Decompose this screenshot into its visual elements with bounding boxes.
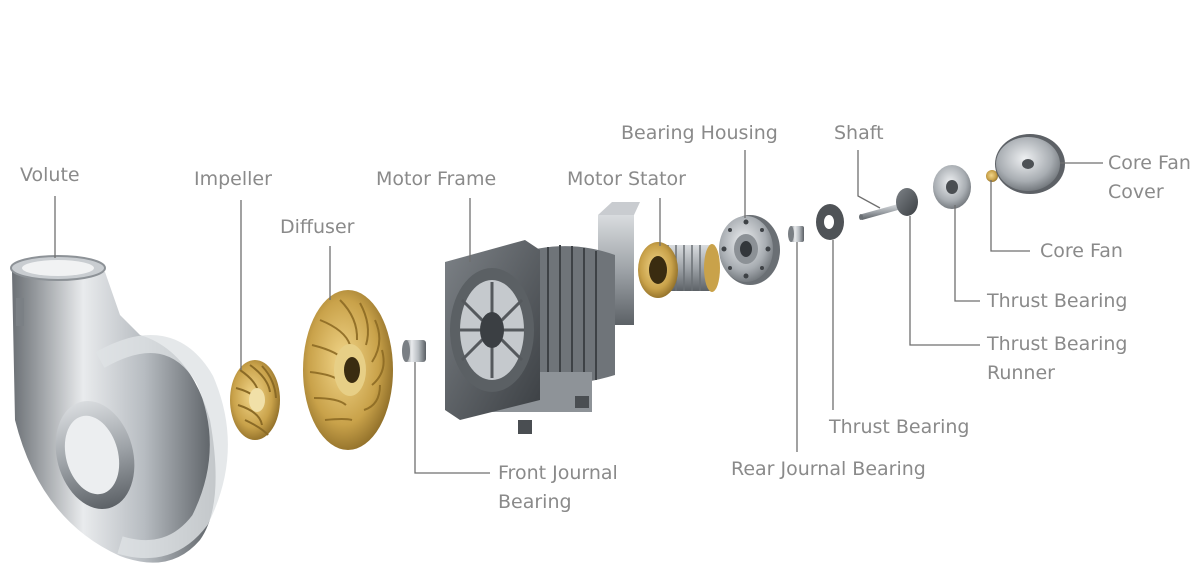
- diffuser-part: [303, 290, 393, 450]
- label-thrust-bearing-runner: Thrust Bearing Runner: [987, 330, 1127, 388]
- motor-frame-part: [445, 202, 640, 434]
- label-motor-stator: Motor Stator: [567, 168, 686, 190]
- label-diffuser: Diffuser: [280, 216, 355, 238]
- thrust-bearing-a-leader: [954, 205, 980, 302]
- label-thrust-bearing-b: Thrust Bearing: [829, 416, 970, 438]
- thrust-bearing-runner-leader: [909, 216, 980, 346]
- core-fan-cover-part: [995, 134, 1065, 194]
- front-journal-bearing-leader: [414, 362, 490, 474]
- label-volute: Volute: [20, 164, 80, 186]
- core-fan-part: [986, 170, 998, 182]
- thrust-bearing-a-part: [933, 165, 971, 209]
- impeller-part: [230, 360, 280, 440]
- motor-stator-part: [638, 242, 720, 298]
- label-front-journal-bearing-line1: Front Journal: [498, 462, 618, 484]
- label-thrust-bearing-a: Thrust Bearing: [987, 290, 1128, 312]
- label-shaft: Shaft: [834, 122, 884, 144]
- label-impeller: Impeller: [194, 168, 272, 190]
- label-thrust-bearing-runner-line2: Runner: [987, 362, 1055, 384]
- volute-part: [10, 255, 228, 563]
- label-bearing-housing: Bearing Housing: [621, 122, 778, 144]
- label-core-fan-cover-line2: Cover: [1108, 181, 1164, 203]
- rear-journal-bearing-part: [788, 226, 804, 242]
- label-motor-frame: Motor Frame: [376, 168, 497, 190]
- label-core-fan-cover: Core Fan Cover: [1108, 149, 1191, 207]
- thrust-bearing-b-part: [816, 204, 844, 240]
- label-thrust-bearing-runner-line1: Thrust Bearing: [987, 333, 1128, 355]
- label-front-journal-bearing-line2: Bearing: [498, 491, 572, 513]
- shaft-part: [859, 188, 918, 220]
- label-core-fan-cover-line1: Core Fan: [1108, 152, 1191, 174]
- front-journal-bearing-part: [402, 340, 426, 362]
- label-core-fan: Core Fan: [1040, 240, 1123, 262]
- label-front-journal-bearing: Front Journal Bearing: [498, 459, 618, 517]
- label-rear-journal-bearing: Rear Journal Bearing: [731, 458, 926, 480]
- bearing-housing-part: [719, 215, 780, 285]
- shaft-leader: [857, 150, 881, 209]
- core-fan-leader: [990, 180, 1030, 252]
